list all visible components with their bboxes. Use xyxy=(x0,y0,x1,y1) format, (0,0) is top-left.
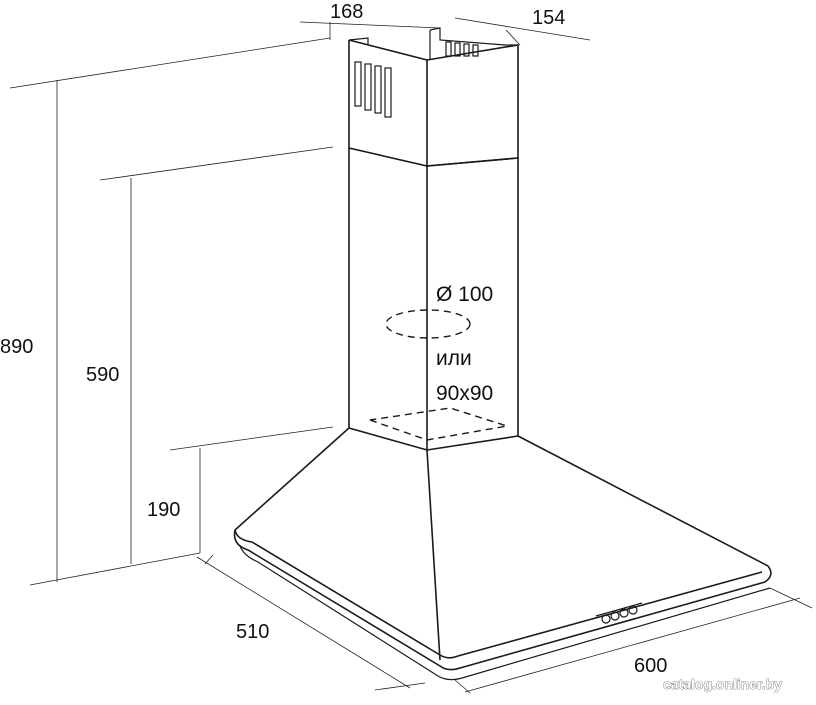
control-button xyxy=(601,614,611,624)
dim-hood-height: 190 xyxy=(147,499,180,521)
chimney xyxy=(348,27,519,452)
control-button xyxy=(619,608,629,618)
hood-body xyxy=(233,427,772,681)
label-square-duct: 90x90 xyxy=(436,382,493,405)
duct-labels: Ø 100 или 90x90 xyxy=(436,283,493,405)
dim-chimney-depth: 154 xyxy=(532,7,565,29)
control-button xyxy=(610,611,620,621)
watermark: catalog.onliner.by xyxy=(663,676,782,692)
duct-outlets xyxy=(369,309,508,441)
dim-mid-height: 590 xyxy=(86,364,119,386)
dim-total-height: 890 xyxy=(0,336,33,358)
dim-width: 600 xyxy=(634,655,667,677)
vent-slots-right xyxy=(445,41,479,57)
dim-depth: 510 xyxy=(236,621,269,643)
dim-chimney-width: 168 xyxy=(330,1,363,23)
dimension-lines xyxy=(9,17,813,694)
control-panel xyxy=(595,602,643,624)
vent-slots-left xyxy=(354,61,392,118)
label-or: или xyxy=(436,347,472,370)
label-round-duct: Ø 100 xyxy=(436,283,493,306)
dimension-labels: 168 154 890 590 190 510 600 xyxy=(0,1,667,677)
